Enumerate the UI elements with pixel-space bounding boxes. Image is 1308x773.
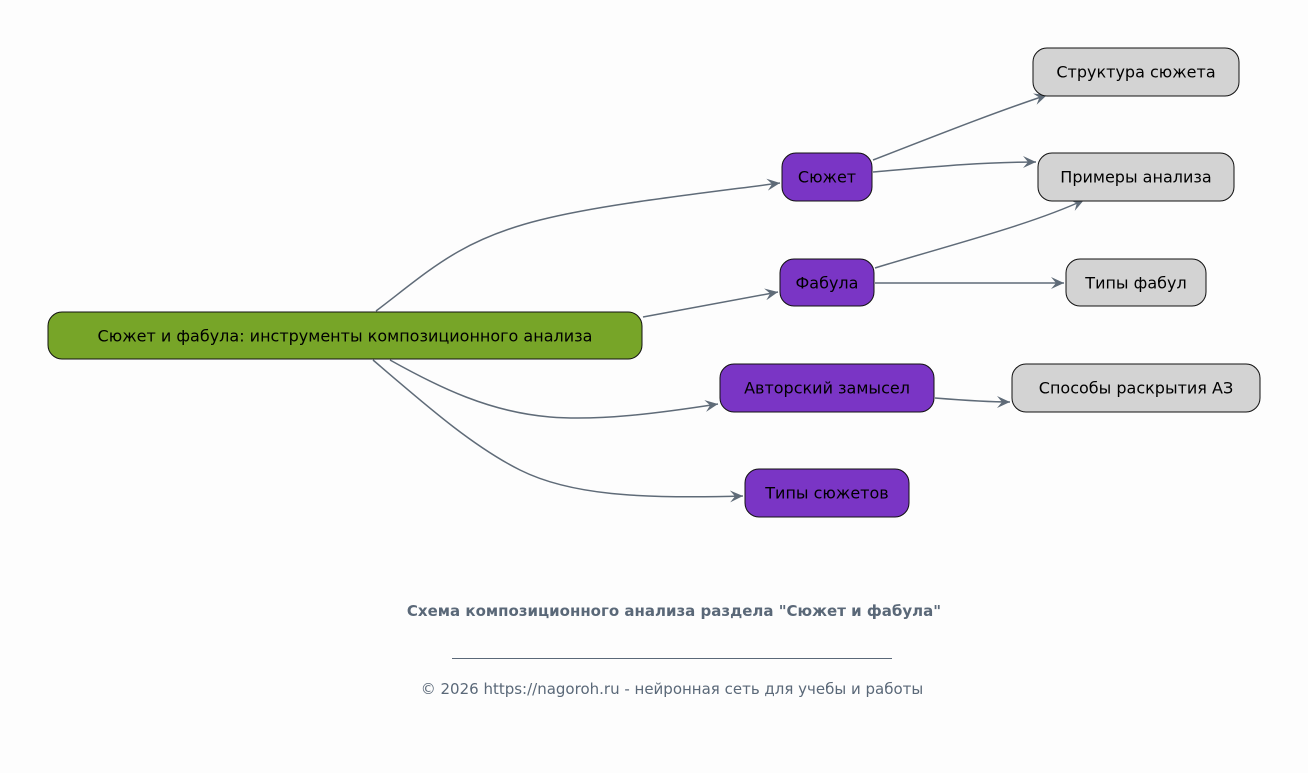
node-examples[interactable]: Примеры анализа [1037, 152, 1235, 202]
node-label: Сюжет и фабула: инструменты композиционн… [98, 327, 593, 346]
edge-intent-disclosure [934, 395, 1011, 408]
edge-root-fabula [642, 288, 779, 318]
node-label: Примеры анализа [1060, 168, 1211, 187]
node-label: Авторский замысел [744, 379, 910, 398]
edge-root-syuzhet [375, 178, 781, 312]
node-root[interactable]: Сюжет и фабула: инструменты композиционн… [47, 311, 643, 360]
edge-syuzhet-structure [872, 93, 1048, 161]
edge-root-plot-types [372, 359, 744, 503]
copyright-footer: © 2026 https://nagoroh.ru - нейронная се… [420, 680, 924, 698]
node-label: Сюжет [798, 168, 856, 187]
node-label: Фабула [796, 274, 859, 293]
node-label: Структура сюжета [1056, 63, 1215, 82]
edge-fabula-examples [874, 199, 1085, 269]
node-plot-structure[interactable]: Структура сюжета [1032, 47, 1240, 97]
edge-root-intent [389, 359, 719, 419]
node-fabula[interactable]: Фабула [779, 258, 875, 307]
diagram-caption-title: Схема композиционного анализа раздела "С… [406, 602, 942, 620]
node-fabula-types[interactable]: Типы фабул [1065, 258, 1207, 307]
node-disclosure[interactable]: Способы раскрытия АЗ [1011, 363, 1261, 413]
node-label: Способы раскрытия АЗ [1039, 379, 1233, 398]
edge-syuzhet-examples [872, 156, 1037, 173]
node-label: Типы фабул [1084, 274, 1186, 293]
caption-divider [452, 658, 892, 659]
node-intent[interactable]: Авторский замысел [719, 363, 935, 413]
edges [372, 93, 1085, 503]
node-label: Типы сюжетов [764, 484, 888, 503]
node-syuzhet[interactable]: Сюжет [781, 152, 873, 202]
node-plot-types[interactable]: Типы сюжетов [744, 468, 910, 518]
